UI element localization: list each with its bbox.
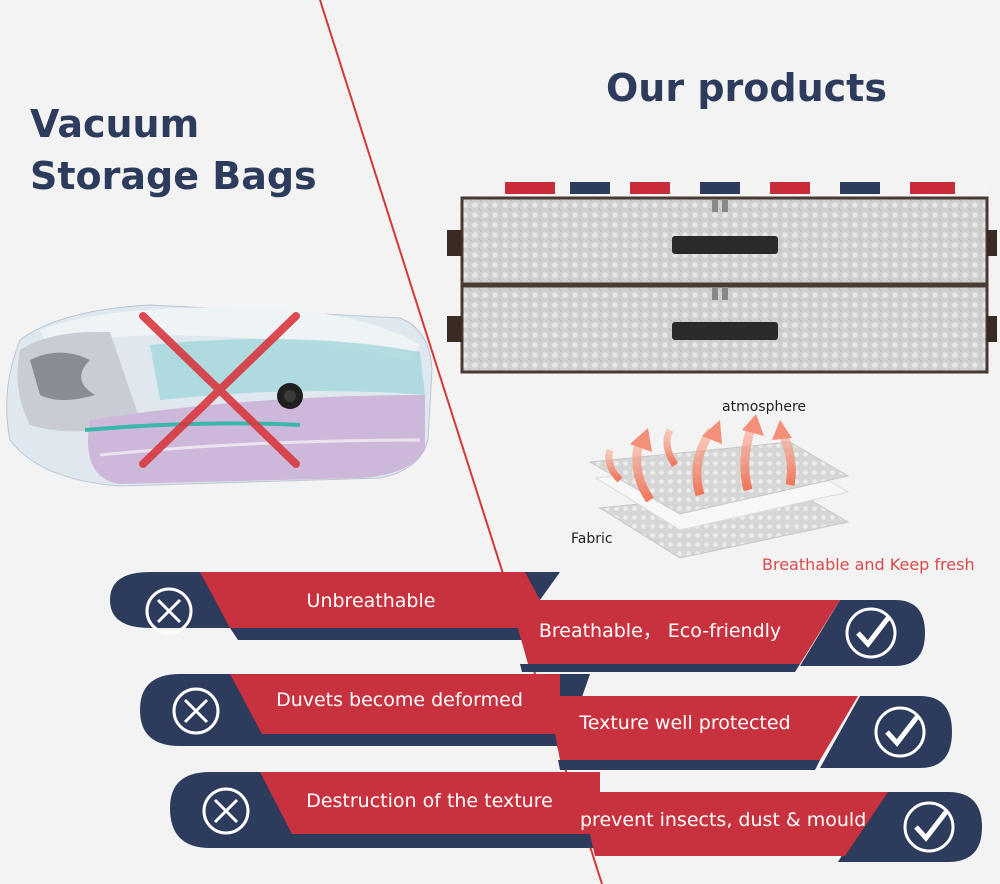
cross-icon [172,687,220,735]
vacuum-bags-title: Vacuum Storage Bags [30,98,317,202]
con-row-2 [140,674,590,746]
cross-icon [202,787,250,835]
check-icon [903,801,955,853]
title-line-2: Storage Bags [30,154,317,198]
pro-label: Texture well protected [579,712,791,734]
cross-icon [145,587,193,635]
check-icon [874,706,926,758]
pro-label: Breathable， Eco-friendly [538,620,782,642]
cross-mark [139,312,300,468]
pro-row-2 [548,696,952,770]
con-row-3 [170,772,600,848]
fabric-layers-image [588,414,850,559]
con-row-1 [110,572,560,640]
our-products-title: Our products [606,66,887,110]
fabric-label: Fabric [571,531,613,547]
pro-label: prevent insects, dust & mould [580,809,867,831]
con-label: Unbreathable [306,590,436,612]
con-label: Destruction of the texture [306,790,553,812]
atmosphere-label: atmosphere [722,399,806,415]
title-line-1: Vacuum [30,102,200,146]
breathable-label: Breathable and Keep fresh [762,555,975,574]
con-label: Duvets become deformed [276,689,523,711]
pro-row-1 [510,600,925,672]
storage-box-image [447,182,997,374]
check-icon [845,607,897,659]
